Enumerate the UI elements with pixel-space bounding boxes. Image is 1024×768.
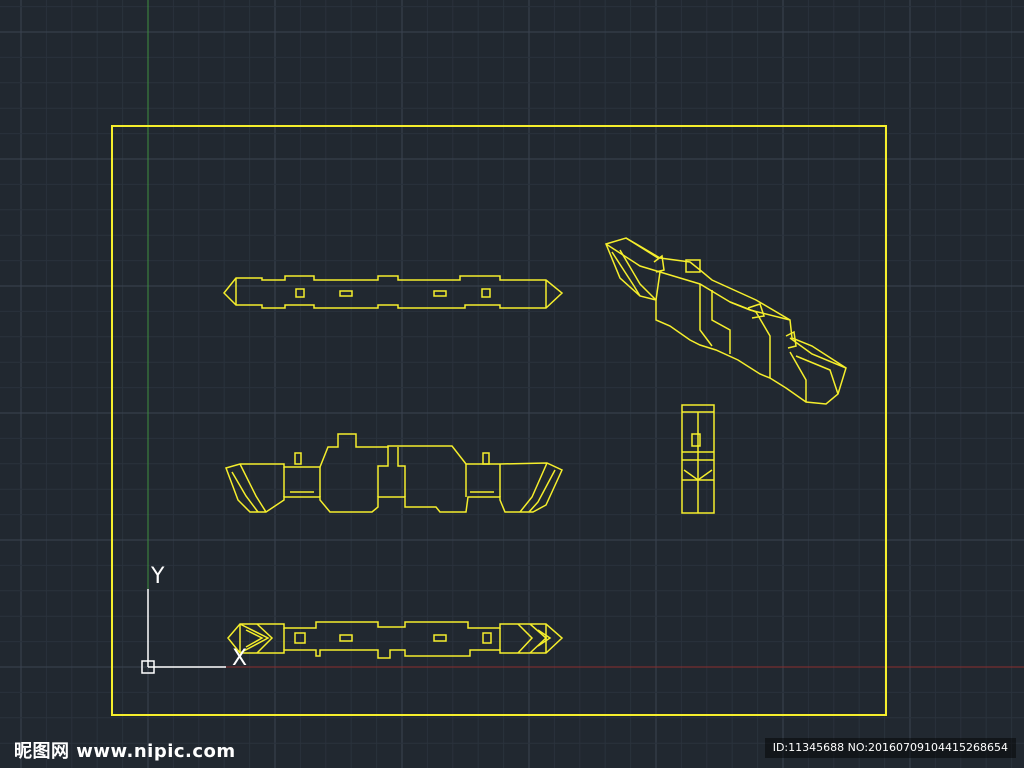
front-view[interactable]	[225, 433, 563, 513]
top-view[interactable]	[222, 275, 564, 309]
isometric-view[interactable]	[604, 237, 847, 405]
ucs-x-label: X	[232, 646, 247, 671]
watermark-id: ID:11345688 NO:20160709104415268654	[764, 738, 1016, 758]
watermark-site-logo: 昵图网 www.nipic.com	[14, 741, 236, 762]
drawing-border[interactable]	[111, 125, 887, 716]
ucs-y-label: Y	[150, 564, 165, 589]
bottom-view[interactable]	[227, 621, 564, 659]
side-view[interactable]	[681, 404, 715, 514]
ucs-icon: Y X	[141, 564, 247, 674]
